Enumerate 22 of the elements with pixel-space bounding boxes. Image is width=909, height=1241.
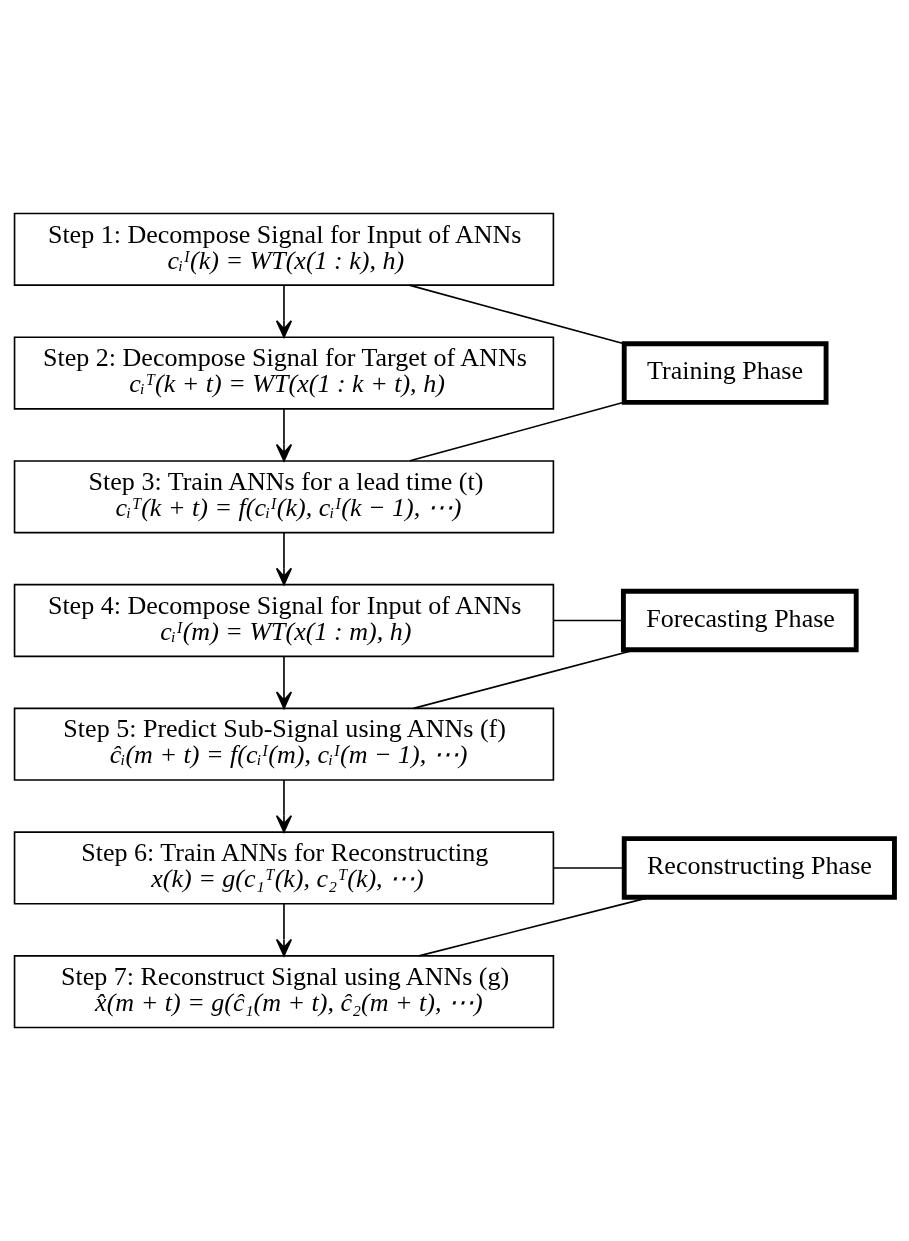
connector: [552, 867, 625, 869]
node-box: Step 1: Decompose Signal for Input of ANNs cᵢᴵ(k) = WT(x(1 : k), h): [13, 212, 555, 286]
node-box: Forecasting Phase: [620, 588, 859, 653]
node-box: Step 3: Train ANNs for a lead time (t) cᵢᵀ(k + t) = f(cᵢᴵ(k), cᵢᴵ(k − 1), ⋯): [13, 460, 555, 534]
connector: [409, 401, 625, 462]
connector: [418, 896, 651, 957]
arrow: [275, 655, 293, 710]
node-box: Training Phase: [621, 341, 829, 405]
arrow: [275, 531, 293, 586]
node-box: Step 4: Decompose Signal for Input of ANNs cᵢᴵ(m) = WT(x(1 : m), h): [13, 583, 555, 658]
node-box: Step 7: Reconstruct Signal using ANNs (g) x̂(m + t) = g(ĉ₁(m + t), ĉ₂(m + t), ⋯): [13, 955, 555, 1029]
node-box: Reconstructing Phase: [621, 836, 897, 900]
connector: [552, 619, 624, 622]
connector: [408, 284, 625, 345]
node-box: Step 5: Predict Sub-Signal using ANNs (f) ĉᵢ(m + t) = f(cᵢᴵ(m), cᵢᴵ(m − 1), ⋯): [13, 707, 555, 781]
node-box: Step 2: Decompose Signal for Target of ANNs cᵢᵀ(k + t) = WT(x(1 : k + t), h): [13, 336, 555, 410]
arrow: [275, 779, 293, 833]
arrow: [275, 284, 293, 338]
arrow: [275, 902, 293, 957]
connector: [412, 649, 636, 710]
arrow: [275, 408, 293, 462]
node-box: Step 6: Train ANNs for Reconstructing x(k) = g(c₁ᵀ(k), c₂ᵀ(k), ⋯): [13, 831, 555, 905]
